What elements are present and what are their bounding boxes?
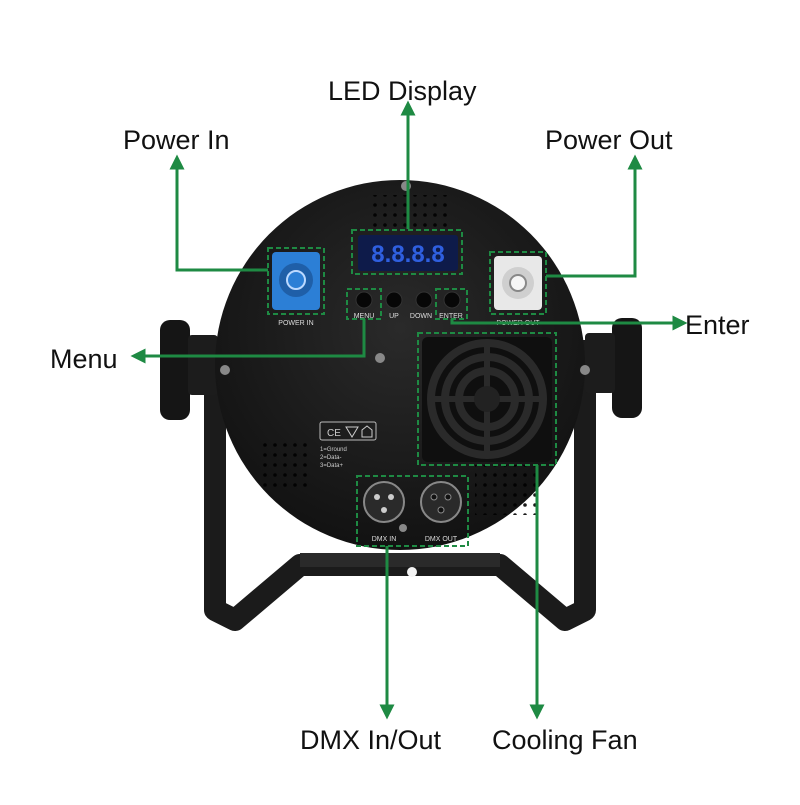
left-vent	[262, 440, 307, 490]
callout-dmx-in-out: DMX In/Out	[300, 725, 442, 755]
top-vent	[370, 195, 450, 227]
triangle-warning-icon	[345, 426, 359, 438]
bracket-hole-icon	[407, 567, 417, 577]
pin-legend-2: 2=Data-	[320, 455, 342, 461]
highlight-dmx	[356, 475, 469, 547]
house-icon	[361, 425, 373, 438]
callout-power-in: Power In	[123, 125, 230, 155]
highlight-power-out	[489, 251, 547, 315]
up-button[interactable]	[385, 291, 403, 309]
button-label-enter: ENTER	[439, 313, 463, 320]
fan-icon	[427, 339, 547, 459]
highlight-cooling-fan	[417, 332, 557, 466]
callout-enter: Enter	[685, 310, 750, 340]
highlight-led-display	[351, 229, 463, 275]
led-display: 8.8.8.8	[358, 235, 458, 271]
mounting-bracket	[204, 340, 596, 631]
ce-mark-icon: CE	[327, 428, 341, 439]
menu-button[interactable]	[355, 291, 373, 309]
line-power-out	[546, 154, 643, 278]
right-vent	[475, 465, 540, 515]
enter-button[interactable]	[443, 291, 461, 309]
dmx-in-label: DMX IN	[372, 536, 397, 543]
dmx-out-connector[interactable]: DMX OUT	[420, 481, 462, 543]
button-label-menu: MENU	[354, 313, 375, 320]
display-digits: 8.8.8.8	[371, 241, 444, 268]
line-power-in	[169, 154, 268, 272]
callout-led-display: LED Display	[328, 76, 477, 106]
xlr-female-icon	[430, 493, 452, 514]
right-knob[interactable]	[585, 318, 642, 418]
power-connector-icon	[509, 274, 527, 292]
dmx-out-label: DMX OUT	[425, 536, 458, 543]
pin-legend-3: 3=Data+	[320, 463, 344, 469]
certification-label: CE 1=Ground 2=Data- 3=Data+	[319, 421, 377, 469]
control-buttons: MENU UP DOWN ENTER	[354, 291, 463, 320]
left-knob[interactable]	[160, 320, 218, 420]
callout-cooling-fan: Cooling Fan	[492, 725, 638, 755]
callout-power-out: Power Out	[545, 125, 673, 155]
line-enter	[450, 315, 688, 331]
power-connector-icon	[286, 270, 306, 290]
power-in-label: POWER IN	[278, 320, 313, 327]
button-label-down: DOWN	[410, 313, 432, 320]
down-button[interactable]	[415, 291, 433, 309]
line-menu	[130, 319, 366, 364]
dmx-in-connector[interactable]: DMX IN	[363, 481, 405, 543]
cooling-fan	[422, 337, 552, 462]
button-label-up: UP	[389, 313, 399, 320]
xlr-male-icon	[374, 494, 394, 513]
callout-lines	[130, 100, 688, 720]
callout-menu: Menu	[50, 344, 118, 374]
power-in-connector[interactable]: POWER IN	[272, 252, 320, 327]
pin-legend-1: 1=Ground	[320, 447, 347, 453]
highlight-power-in	[267, 247, 325, 315]
